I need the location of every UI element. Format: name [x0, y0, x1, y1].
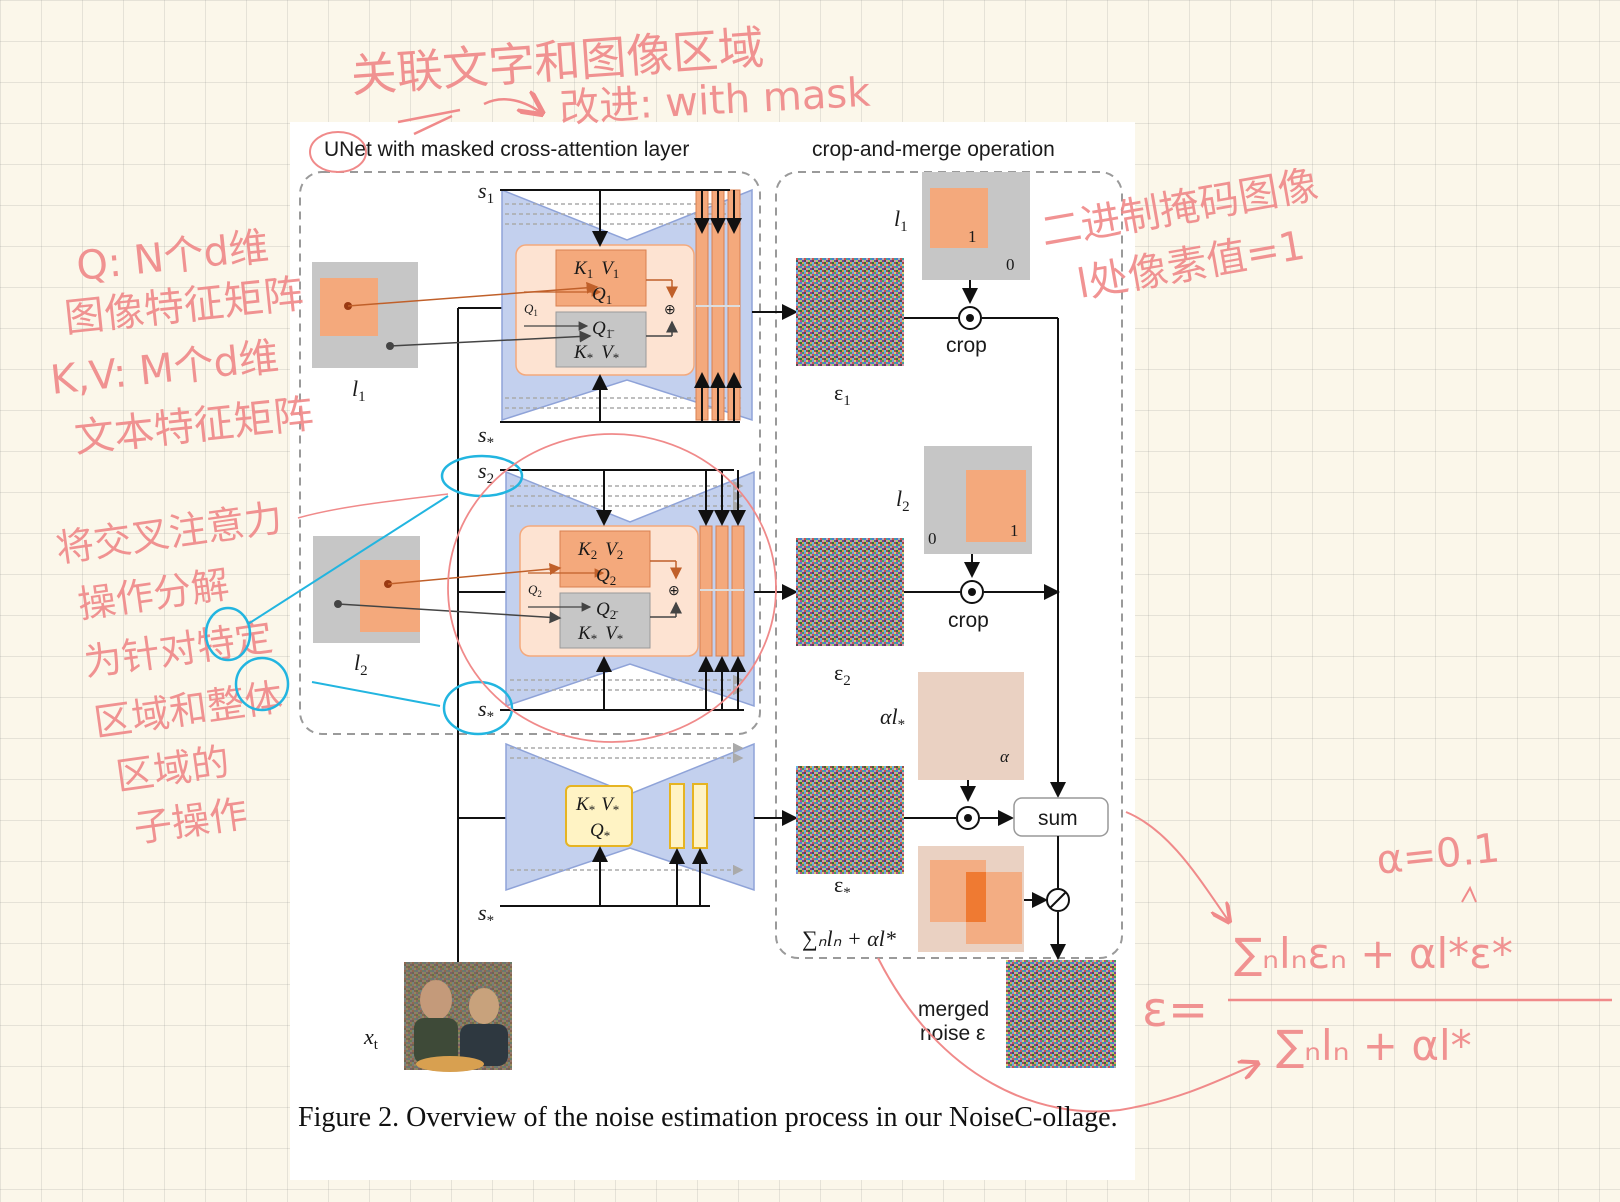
mask-l2-label: l2: [896, 486, 910, 515]
mask-l1-inside: 1: [968, 227, 977, 246]
figure-caption: Figure 2. Overview of the noise estimati…: [298, 1102, 1118, 1133]
merged-noise: [1006, 960, 1116, 1068]
annotation-mid-4: 区域的: [113, 739, 232, 798]
annotation-left-2: K,V: M个d维: [48, 334, 281, 404]
eps-star-label: ε*: [834, 872, 851, 901]
annotation-left-3: 文本特征矩阵: [72, 391, 315, 462]
mask-l1-label: l1: [894, 206, 908, 235]
annotation-mid-1: 操作分解: [75, 562, 232, 627]
annotation-unet-circle: [309, 131, 367, 173]
oplus-2: ⊕: [668, 584, 680, 599]
merged-label-1: merged: [918, 998, 989, 1021]
eps1-label: ε1: [834, 380, 851, 409]
kstar-vstar-label-1: K*V*: [573, 342, 619, 365]
annotation-formula-lhs: ε=: [1142, 982, 1208, 1038]
mask-l1-outside: 0: [1006, 255, 1015, 274]
annotation-cyan-circle-1: [204, 606, 252, 662]
kv-star-box-1: [555, 311, 647, 368]
mask-alpha: [918, 672, 1024, 780]
s2-label: s2: [478, 458, 494, 487]
layout-l2: [313, 536, 562, 643]
kstar-vstar-label-3: K*V*: [575, 794, 619, 817]
normalizer-label: ∑ₙlₙ + αl*: [802, 926, 896, 951]
oplus-1: ⊕: [664, 303, 676, 318]
annotation-cyan-circle-2: [234, 656, 290, 712]
kstar-vstar-label-2: K*V*: [577, 623, 623, 646]
q1-input-label: Q1: [524, 301, 538, 318]
annotation-red-circle: [447, 433, 777, 743]
annotation-arrow-normalizer: [877, 957, 1256, 1113]
mask-l2-region: [966, 470, 1026, 542]
l1-label: l1: [352, 376, 366, 405]
mask-l2-outside: 0: [928, 529, 937, 548]
sstar-label-2: s*: [478, 696, 494, 725]
s1-label: s1: [478, 178, 494, 207]
crop-label-1: crop: [946, 334, 987, 357]
annotation-cyan-circle-sstar: [442, 680, 514, 736]
unet-section-title: UNet with masked cross-attention layer: [324, 138, 689, 161]
q2-bar-label: Q2̄: [596, 599, 618, 622]
crop-merge-group-box: [775, 171, 1123, 959]
annotation-cyan-line-1: [247, 495, 449, 625]
annotation-top-arrow-2: [483, 99, 540, 112]
l2-label: l2: [354, 650, 368, 679]
xt-input-image: [404, 962, 512, 1072]
annotation-mid-5: 子操作: [131, 791, 250, 850]
q2-label: Q2: [596, 565, 616, 588]
noise-eps-star: [796, 766, 904, 874]
annotation-top-arrow-1: [397, 108, 461, 136]
annotation-formula-den: ∑ₙlₙ + αl*: [1276, 1021, 1472, 1070]
mask-alpha-label: αl*: [880, 704, 905, 733]
mask-alpha-value: α: [1000, 747, 1010, 766]
eps2-label: ε2: [834, 660, 851, 689]
annotation-cyan-circle-s2: [440, 454, 524, 498]
merged-label-2: noise ε: [920, 1022, 985, 1045]
sstar-label-3: s*: [478, 900, 494, 929]
noise-eps1: [796, 258, 904, 366]
q2-input-label: Q2: [528, 582, 542, 599]
crop-merge-section-title: crop-and-merge operation: [812, 138, 1055, 161]
noise-eps2: [796, 538, 904, 646]
q1-bar-label: Q1̄: [592, 318, 614, 341]
mask-l2-inside: 1: [1010, 521, 1019, 540]
mask-l1-region: [930, 188, 988, 248]
feature-bar-3b: [692, 783, 708, 849]
sstar-label-1: s*: [478, 422, 494, 451]
unet-branch-1: [500, 188, 753, 423]
unet-group-box: [299, 171, 761, 735]
kv-text-box-2: [559, 530, 651, 588]
layout-l1: [312, 262, 599, 368]
unet-branch-2: [500, 469, 755, 711]
xt-label: xt: [363, 1024, 379, 1053]
sum-label: sum: [1038, 807, 1078, 830]
annotation-arrow-sum: [1125, 811, 1228, 920]
annotation-cyan-line-2: [311, 681, 441, 707]
annotation-formula-num: ∑ₙlₙεₙ + αl*ε*: [1234, 929, 1513, 978]
kv-star-box-2: [559, 592, 651, 649]
feature-bar-3a: [669, 783, 685, 849]
crop-label-2: crop: [948, 609, 989, 632]
unet-branch-3: [500, 742, 755, 907]
annotation-mid-0: 将交叉注意力: [53, 496, 285, 571]
qstar-label: Q*: [590, 820, 610, 843]
annotation-alpha-note: α=0.1: [1374, 825, 1502, 884]
sum-box: [1013, 797, 1109, 837]
